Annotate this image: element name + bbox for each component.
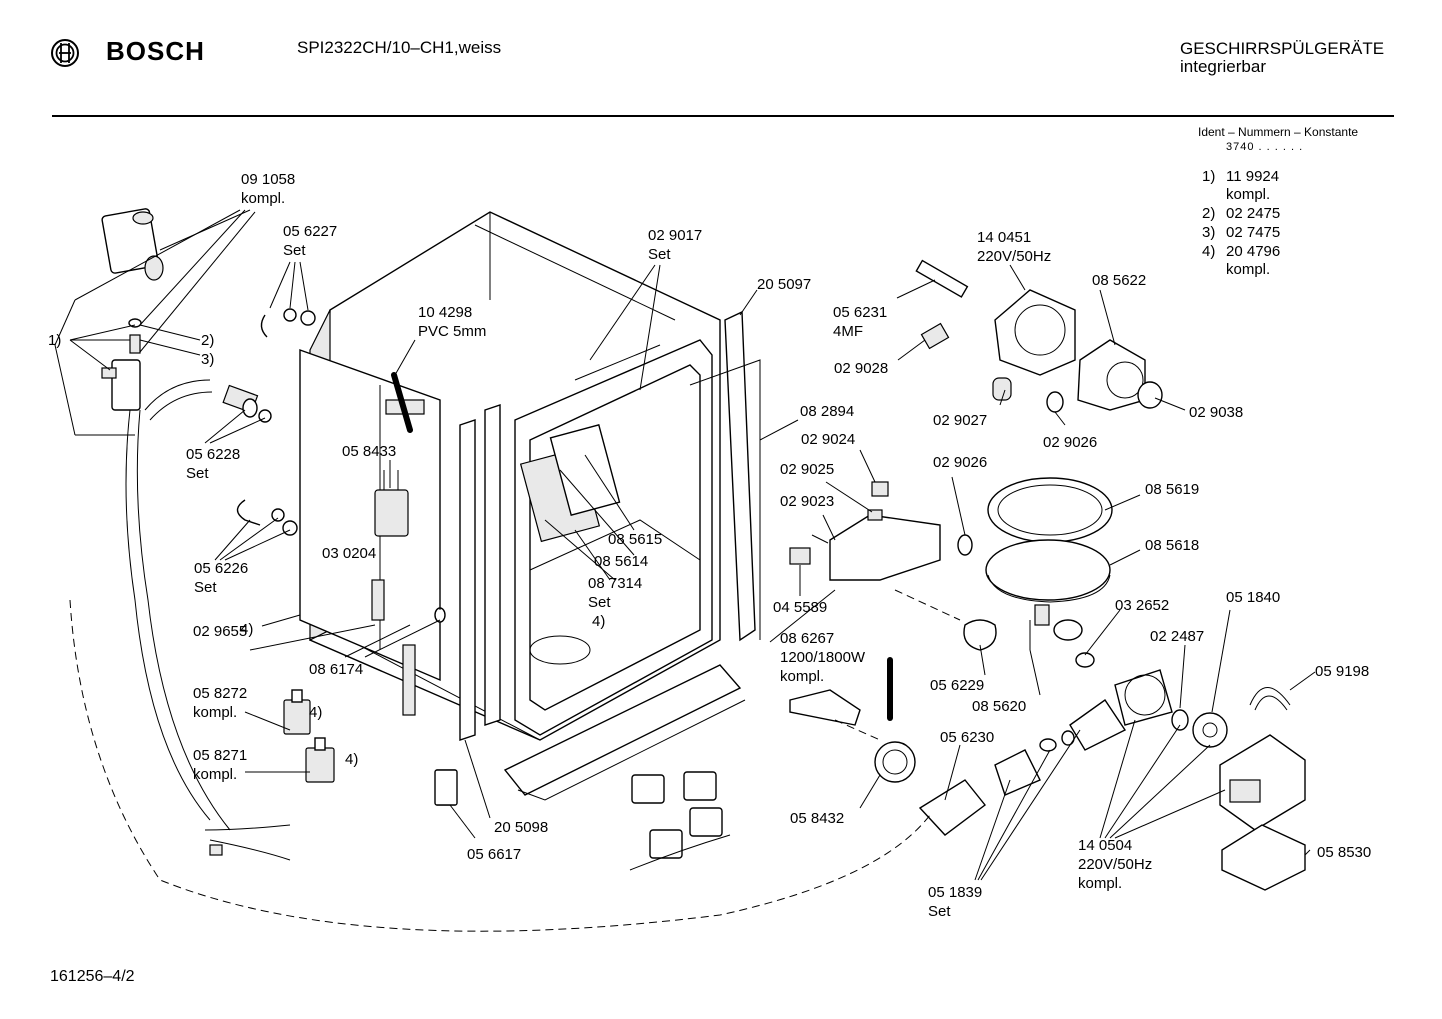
- footnote-4: 4) 20 4796 kompl.: [1202, 243, 1280, 279]
- part-label-085619: 08 5619: [1145, 481, 1199, 498]
- right-parts-drawing: [629, 259, 1306, 891]
- category-title: GESCHIRRSPÜLGERÄTE: [1180, 39, 1385, 58]
- part-label-029026a: 02 9026: [1043, 434, 1097, 451]
- footnote-value: 02 7475: [1226, 224, 1281, 241]
- part-label-059198: 05 9198: [1315, 663, 1369, 680]
- part-label-085622: 08 5622: [1092, 272, 1146, 289]
- part-label-205098: 20 5098: [494, 819, 548, 836]
- dashed-paths: [69, 589, 961, 932]
- marker-4-valve-a: 4): [309, 704, 322, 721]
- brand-name: BOSCH: [106, 36, 205, 66]
- part-label-032652: 03 2652: [1115, 597, 1169, 614]
- part-label-056229: 05 6229: [930, 677, 984, 694]
- footnote-key: 1): [1202, 168, 1216, 185]
- part-label-085618: 08 5618: [1145, 537, 1199, 554]
- tub-frame-drawing: [299, 211, 761, 806]
- footnote-value: kompl.: [1226, 261, 1271, 278]
- marker-4-side: 4): [240, 621, 253, 638]
- part-label-056617: 05 6617: [467, 846, 521, 863]
- part-label-082894: 08 2894: [800, 403, 854, 420]
- part-label-022487: 02 2487: [1150, 628, 1204, 645]
- part-label-056230: 05 6230: [940, 729, 994, 746]
- part-label-029024: 02 9024: [801, 431, 855, 448]
- part-label-029025: 02 9025: [780, 461, 834, 478]
- header-rule: [52, 115, 1394, 117]
- footnote-3: 3) 02 7475: [1202, 224, 1280, 242]
- part-label-029028: 02 9028: [834, 360, 888, 377]
- footnote-value: 11 9924: [1226, 168, 1280, 185]
- part-label-058432: 05 8432: [790, 810, 844, 827]
- part-label-085615: 08 5615: [608, 531, 662, 548]
- part-label-051840: 05 1840: [1226, 589, 1280, 606]
- footnote-key: 3): [1202, 224, 1216, 241]
- category-subtitle: integrierbar: [1180, 57, 1266, 76]
- marker-4-valve-b: 4): [345, 751, 358, 768]
- marker-4-inner: 4): [592, 613, 605, 630]
- part-label-058433: 05 8433: [342, 443, 396, 460]
- marker-2: 2): [201, 332, 214, 349]
- part-label-058530: 05 8530: [1317, 844, 1371, 861]
- marker-1: 1): [48, 332, 61, 349]
- footnote-key: 2): [1202, 205, 1216, 222]
- part-label-085620: 08 5620: [972, 698, 1026, 715]
- footnote-value: 20 4796: [1226, 243, 1281, 260]
- left-parts-drawing: [101, 208, 458, 861]
- part-label-086174: 08 6174: [309, 661, 363, 678]
- part-label-045589: 04 5589: [773, 599, 827, 616]
- part-label-029038: 02 9038: [1189, 404, 1243, 421]
- part-label-030204: 03 0204: [322, 545, 376, 562]
- footnote-value: kompl.: [1226, 186, 1271, 203]
- model-number: SPI2322CH/10–CH1,weiss: [297, 38, 502, 57]
- part-label-029023: 02 9023: [780, 493, 834, 510]
- part-label-205097: 20 5097: [757, 276, 811, 293]
- part-label-085614: 08 5614: [594, 553, 648, 570]
- part-label-029655: 02 9655: [193, 623, 247, 640]
- bosch-logo-icon: [51, 39, 79, 67]
- footnote-1: 1) 11 9924 kompl.: [1202, 168, 1279, 204]
- part-label-029027: 02 9027: [933, 412, 987, 429]
- drawing-number: 161256–4/2: [50, 968, 135, 985]
- marker-3: 3): [201, 351, 214, 368]
- part-label-029026b: 02 9026: [933, 454, 987, 471]
- leader-lines: [54, 209, 1316, 881]
- footnote-value: 02 2475: [1226, 205, 1281, 222]
- footnote-2: 2) 02 2475: [1202, 205, 1280, 223]
- footnote-key: 4): [1202, 243, 1216, 260]
- ident-heading: Ident – Nummern – Konstante: [1198, 125, 1359, 139]
- ident-code: 3740 . . . . . .: [1226, 141, 1304, 153]
